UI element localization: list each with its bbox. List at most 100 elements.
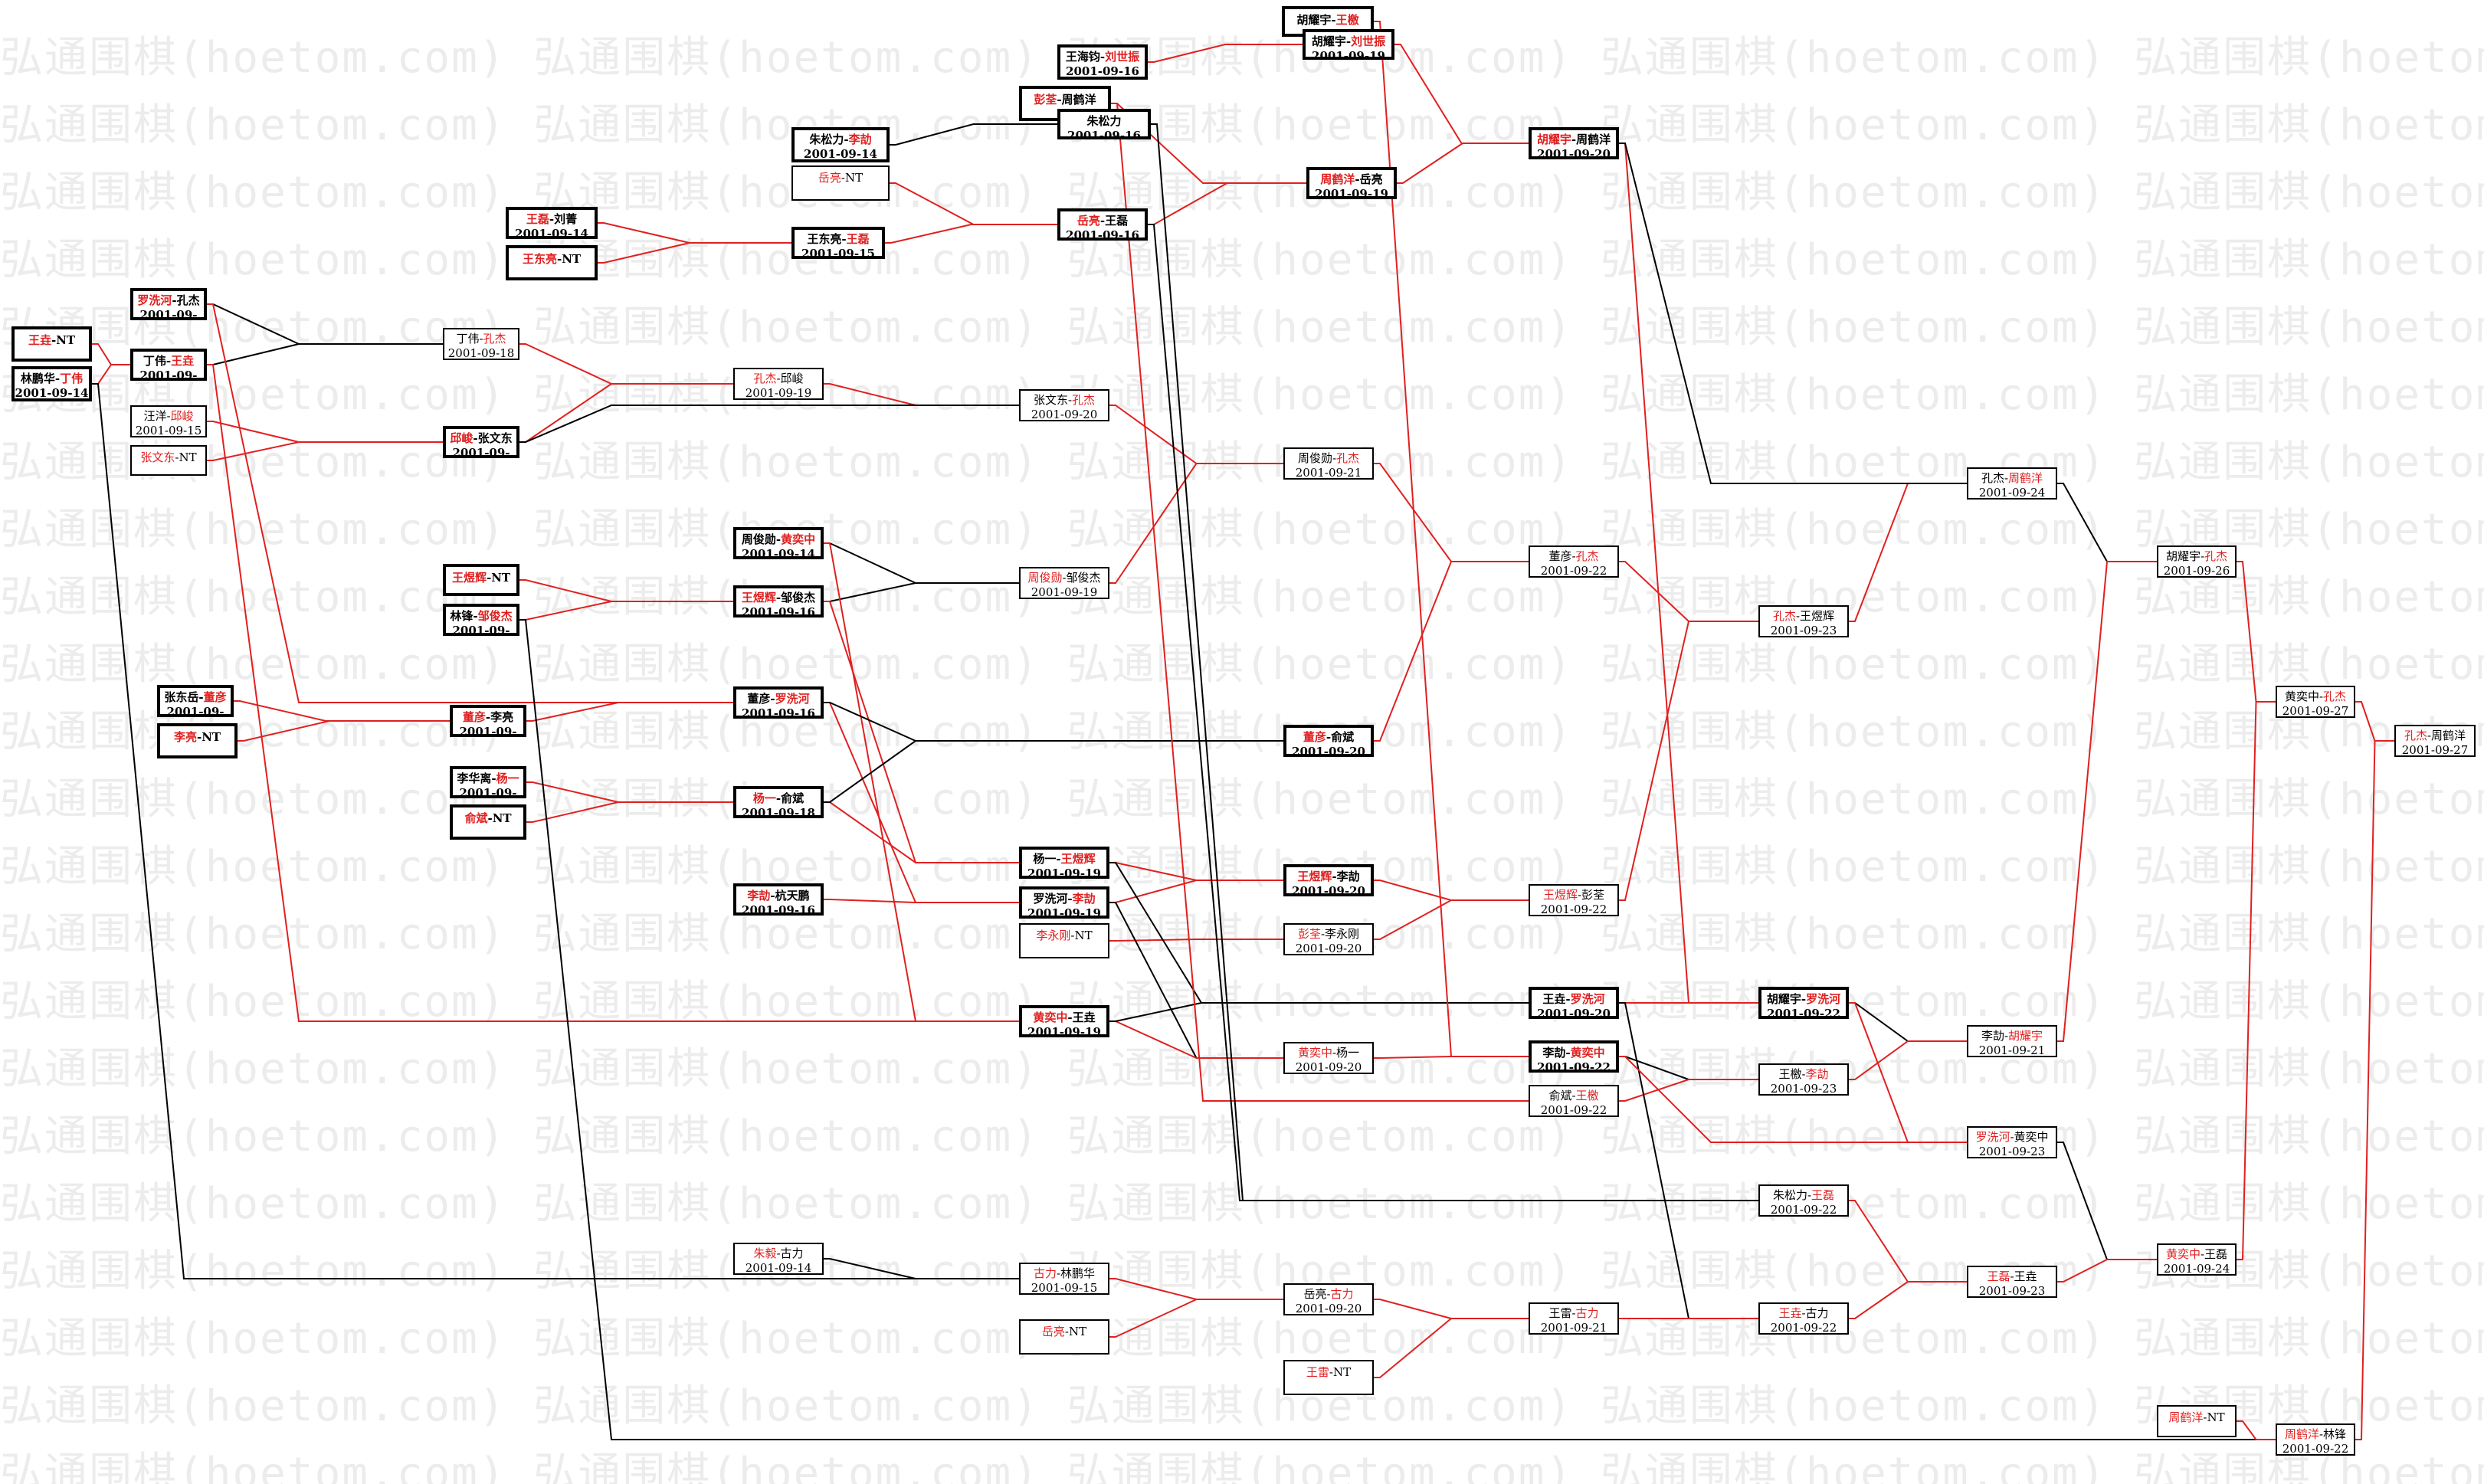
connector-line xyxy=(519,343,733,385)
player-two: 孔杰 xyxy=(176,293,200,307)
player-one: 周俊勋 xyxy=(1027,571,1063,585)
player-separator: - xyxy=(1571,1306,1576,1320)
player-separator: - xyxy=(1067,1011,1073,1024)
player-two: 周鹤洋 xyxy=(1061,93,1096,106)
player-separator: - xyxy=(1355,172,1360,186)
player-two: NT xyxy=(492,811,512,825)
player-one: 胡耀宇 xyxy=(1311,34,1346,48)
connector-line xyxy=(1619,1002,1758,1319)
connector-line xyxy=(1374,1318,1529,1378)
match-date: 2001-09-16 xyxy=(742,903,815,916)
connector-line xyxy=(2237,561,2276,703)
player-separator: - xyxy=(2010,1269,2014,1283)
match-players: 胡耀宇-周鹤洋 xyxy=(1532,133,1616,147)
player-separator: - xyxy=(556,252,562,266)
player-one: 王东亮 xyxy=(807,232,842,246)
connector-line xyxy=(1109,939,1283,942)
player-separator: - xyxy=(1056,1266,1061,1280)
player-two: 邱峻 xyxy=(780,372,804,385)
match-node: 周鹤洋-NT xyxy=(2157,1405,2237,1437)
match-players: 朱毅-古力 xyxy=(735,1246,822,1261)
player-one: 周俊勋 xyxy=(1297,451,1332,465)
player-two: 李劼 xyxy=(848,133,872,146)
match-date: 2001-09-22 xyxy=(1540,1103,1607,1117)
connector-line xyxy=(1619,1079,1758,1102)
player-one: 张文东 xyxy=(140,450,175,464)
match-players: 李劼-杭天鹏 xyxy=(736,889,821,903)
match-players: 彭荃-周鹤洋 xyxy=(1022,93,1108,107)
player-two: 刘世振 xyxy=(1351,34,1386,48)
player-separator: - xyxy=(172,293,177,307)
player-two: 林鹏华 xyxy=(1060,1266,1096,1280)
player-two: 黄奕中 xyxy=(1570,1046,1605,1060)
match-players: 李劼-黄奕中 xyxy=(1532,1046,1616,1060)
match-date: 2001-09-16 xyxy=(742,605,815,618)
player-two: 邹俊杰 xyxy=(781,591,816,604)
match-date: 2001-09-20 xyxy=(1537,147,1611,159)
match-players: 周俊勋-邹俊杰 xyxy=(1021,571,1108,585)
connector-line xyxy=(1374,899,1529,940)
player-separator: - xyxy=(175,450,179,464)
connector-line xyxy=(1109,463,1283,584)
player-one: 岳亮 xyxy=(1077,214,1100,228)
match-date: 2001-09-23 xyxy=(1978,1145,2046,1158)
player-one: 胡耀宇 xyxy=(2165,549,2201,563)
player-two: 王磊 xyxy=(1105,214,1129,228)
match-players: 罗洗河-孔杰 xyxy=(133,293,204,308)
match-players: 董彦-李亮 xyxy=(453,710,523,725)
player-two: 古力 xyxy=(1805,1306,1829,1320)
player-one: 林锋 xyxy=(450,609,474,623)
connector-line xyxy=(1619,143,1758,1004)
match-date: 2001-09-18 xyxy=(742,806,815,818)
match-date: 2001-09-14 xyxy=(139,308,198,320)
player-two: 王磊 xyxy=(2204,1247,2228,1261)
player-two: 俞斌 xyxy=(1331,730,1355,744)
match-date: 2001-09-19 xyxy=(745,386,812,400)
match-node: 岳亮-NT xyxy=(1019,1319,1109,1355)
player-one: 孔杰 xyxy=(1981,471,2004,485)
player-separator: - xyxy=(1057,93,1062,106)
match-players: 王垚-古力 xyxy=(1760,1306,1847,1321)
match-players: 丁伟-王垚 xyxy=(133,354,204,369)
match-date: 2001-09-21 xyxy=(1978,1043,2046,1057)
player-separator: - xyxy=(775,532,782,546)
player-one: 王煜辉 xyxy=(1542,888,1578,902)
match-players: 王垚-罗洗河 xyxy=(1532,992,1616,1007)
match-players: 李劼-胡耀宇 xyxy=(1968,1029,2056,1043)
connector-line xyxy=(1849,1281,1967,1319)
player-one: 岳亮 xyxy=(1041,1325,1065,1338)
connector-line xyxy=(207,303,733,703)
match-players: 孔杰-王煜辉 xyxy=(1760,609,1847,624)
player-one: 王垚 xyxy=(1542,992,1566,1006)
player-separator: - xyxy=(196,730,202,744)
connector-line xyxy=(1109,902,1283,1059)
match-players: 俞斌-王檄 xyxy=(1530,1089,1617,1103)
player-separator: - xyxy=(1571,133,1577,146)
connector-line xyxy=(824,740,1283,803)
player-two: 周鹤洋 xyxy=(2431,729,2466,742)
player-one: 朱松力 xyxy=(1086,114,1122,128)
player-separator: - xyxy=(1332,870,1337,883)
connector-line xyxy=(1619,1056,1967,1143)
player-two: NT xyxy=(1068,1325,1087,1338)
connector-line xyxy=(1849,483,1967,622)
match-date: 2001-09-14 xyxy=(15,386,89,400)
player-one: 王煜辉 xyxy=(741,591,776,604)
connector-line xyxy=(824,801,1019,863)
player-one: 俞斌 xyxy=(1548,1089,1572,1102)
player-two: NT xyxy=(1074,929,1093,942)
player-one: 王雷 xyxy=(1306,1365,1329,1379)
player-separator: - xyxy=(51,333,57,347)
player-separator: - xyxy=(775,791,782,805)
match-players: 邱峻-张文东 xyxy=(446,431,516,446)
